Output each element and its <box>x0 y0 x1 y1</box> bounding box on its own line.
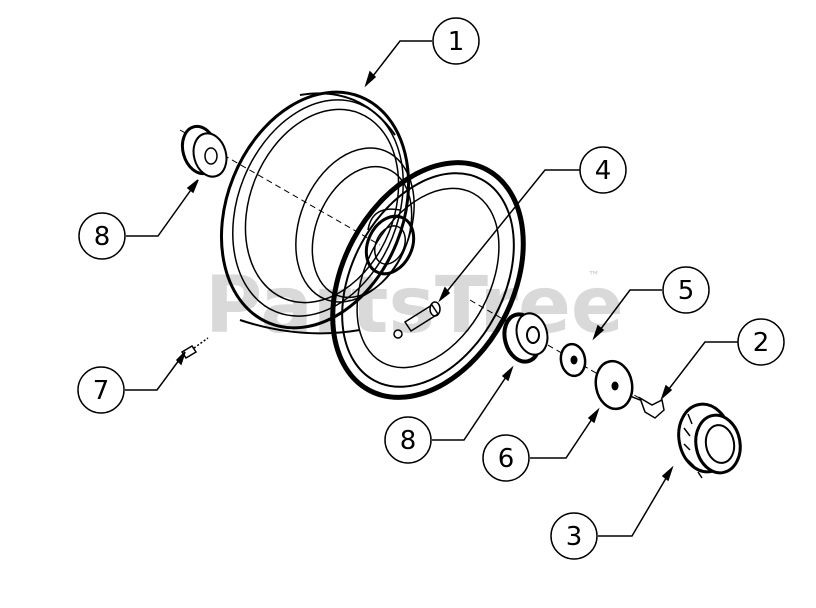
callout-1-label: 1 <box>448 27 465 57</box>
callout-3[interactable]: 3 <box>550 512 598 560</box>
bearing-left <box>180 124 228 178</box>
callout-2-label: 2 <box>753 328 770 358</box>
callout-6-label: 6 <box>498 444 515 474</box>
callout-4-label: 4 <box>595 156 612 186</box>
callout-3-label: 3 <box>566 522 583 552</box>
watermark: PartsTree ™ <box>205 261 624 351</box>
gear-hub <box>677 402 742 479</box>
wheel-rim <box>219 90 526 400</box>
bolt <box>180 337 209 360</box>
callout-8-left[interactable]: 8 <box>78 212 126 260</box>
grease-fitting <box>629 395 665 419</box>
callout-1[interactable]: 1 <box>432 17 480 65</box>
callout-7[interactable]: 7 <box>77 366 125 414</box>
callout-7-label: 7 <box>93 376 110 406</box>
callout-2[interactable]: 2 <box>737 318 785 366</box>
leader-lines <box>125 40 738 537</box>
callout-6[interactable]: 6 <box>482 434 530 482</box>
valve-stem <box>393 301 441 339</box>
callout-5[interactable]: 5 <box>662 266 710 314</box>
callouts: 1 4 8 5 2 7 8 6 <box>77 17 785 560</box>
bearing-right <box>502 312 549 364</box>
washer-large <box>594 359 634 411</box>
watermark-trademark: ™ <box>588 269 600 283</box>
callout-8-right[interactable]: 8 <box>384 416 432 464</box>
callout-5-label: 5 <box>678 276 695 306</box>
callout-4[interactable]: 4 <box>579 146 627 194</box>
watermark-text: PartsTree <box>205 261 624 351</box>
washer-small <box>559 342 587 378</box>
callout-8-left-label: 8 <box>94 222 111 252</box>
callout-8-right-label: 8 <box>400 426 417 456</box>
